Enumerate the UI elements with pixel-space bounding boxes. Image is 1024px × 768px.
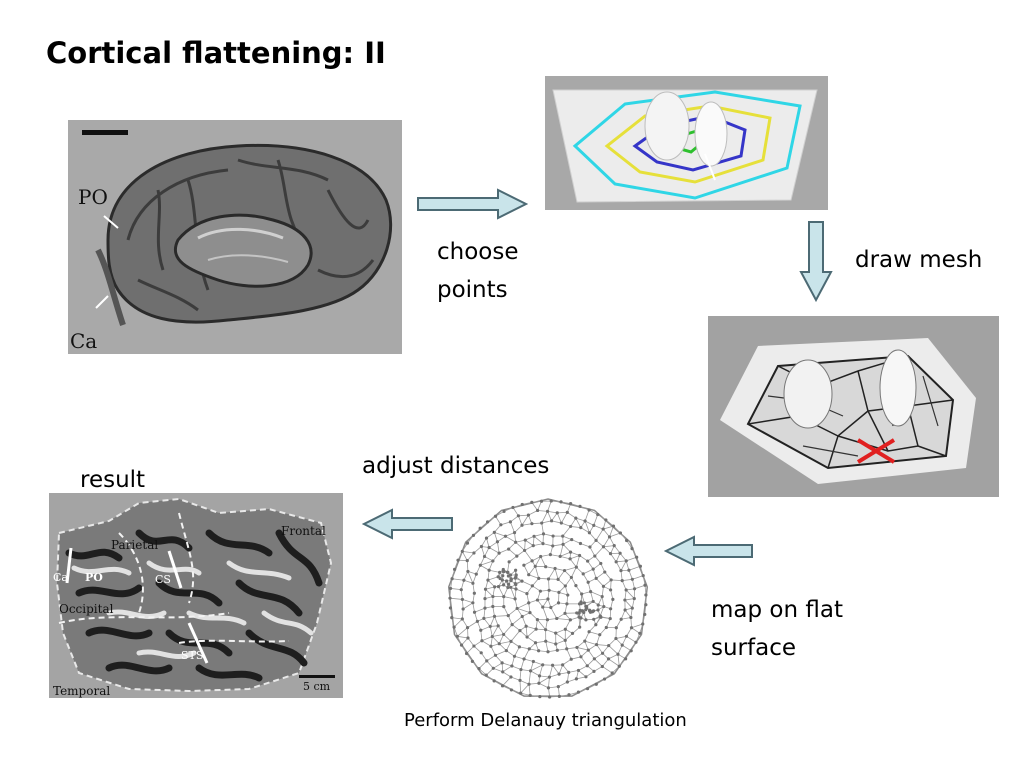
step-label-choose-points: choose points	[437, 239, 519, 303]
arrow-right-icon	[417, 188, 528, 220]
flatmap-label-sts: STS	[181, 649, 203, 662]
triangulation-caption: Perform Delanauy triangulation	[404, 710, 687, 731]
flatmap-label-parietal: Parietal	[111, 538, 158, 552]
flatmap-label-cs: CS	[155, 573, 171, 586]
step-label-adjust-distances: adjust distances	[362, 453, 550, 479]
step-label-map-flat-surface: map on flat surface	[711, 597, 843, 661]
contour-surface-image	[545, 76, 828, 210]
brain-medial-image: PO Ca	[68, 120, 402, 354]
flatmap-label-occipital: Occipital	[59, 602, 114, 616]
flatmap-label-temporal: Temporal	[53, 684, 110, 698]
arrow-left-icon	[664, 535, 753, 567]
step-label-draw-mesh: draw mesh	[855, 247, 983, 273]
arrow-left-icon	[362, 508, 453, 540]
flatmap-label-ca: Ca	[53, 571, 68, 584]
slide-title: Cortical flattening: II	[46, 36, 386, 70]
brain-label-po: PO	[78, 185, 108, 209]
flat-map-image: Frontal Parietal CS Ca PO Occipital STS …	[49, 493, 343, 698]
triangulation-image	[432, 493, 664, 705]
flatmap-label-po: PO	[85, 571, 103, 584]
flatmap-scale-label: 5 cm	[303, 680, 331, 693]
mesh-surface-image	[708, 316, 999, 497]
flatmap-label-frontal: Frontal	[281, 524, 326, 538]
arrow-down-icon	[799, 221, 833, 302]
step-label-result: result	[80, 467, 146, 493]
brain-label-ca: Ca	[70, 329, 97, 353]
